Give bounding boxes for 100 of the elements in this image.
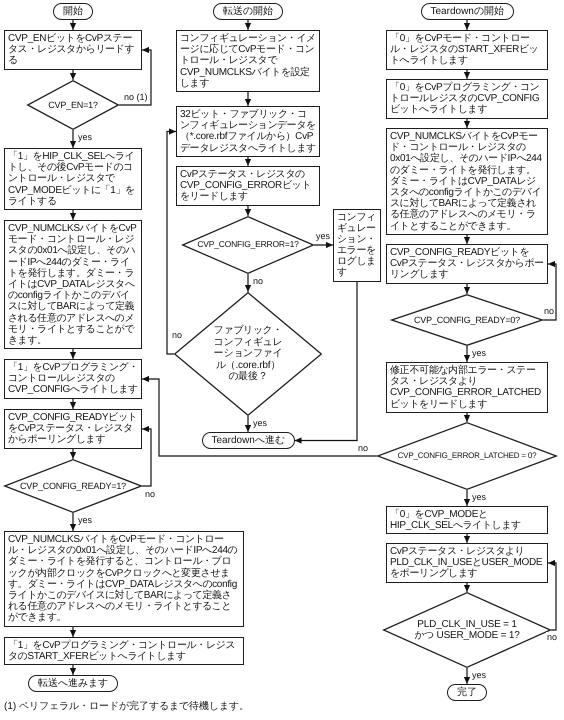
decision-diamond: [391, 294, 543, 346]
arrow: [464, 70, 470, 79]
terminal-pill: [447, 684, 487, 701]
step-text: 「1」をCvPプログラミング・コントロール・レジスタのSTART_XFERビットへライトします: [8, 640, 236, 662]
process-box: [386, 362, 548, 413]
arrow: [294, 282, 358, 444]
arrow: [142, 376, 377, 457]
edge-label: yes: [252, 418, 268, 428]
arrow: [464, 20, 470, 30]
process-box: [4, 148, 142, 210]
step-text: CVP_NUMCLKSバイトをCvPモード・コントロール・レジスタの0x01へ設定し、そのハードIPへ244のダミー・ライトを発行します。ダミー・ライトはCVP_DATAレジスタへのconfigライトかこのデバイスに対してBARによって定義される任意のアドレスへのメモリ・ライトとすることができます。: [390, 131, 543, 232]
arrow: [464, 668, 470, 684]
arrow: [70, 627, 76, 637]
decision-diamond: [377, 422, 557, 490]
decision-text: PLD_CLK_IN_USE = 1 かつ USER_MODE = 1?: [414, 618, 520, 642]
terminal-pill: [28, 675, 118, 692]
edge-label: no: [543, 306, 556, 316]
decision-text: CVP_CONFIG_READY=0?: [414, 314, 520, 326]
edge-label: yes: [471, 348, 488, 358]
step-text: CVP_NUMCLKSバイトをCvPモード・コントロール・レジスタの0x01へ設定し、そのハードIPへ244のダミー・ライトを発行します。ダミー・ライトはCVP_DATAレジスタへのconfigライトかこのデバイスに対してBARによって定義される任意のアドレスへのメモリ・ライトとすることができます。: [8, 223, 138, 346]
step-text: CvPステータス・レジスタよりPLD_CLK_IN_USEとUSER_MODEをポーリングします: [390, 546, 544, 580]
arrow: [464, 235, 470, 244]
step-text: 「1」をHIP_CLK_SELへライトし、その後CvPモードのコントロール・レジスタでCVP_MODEビットに「1」をライトする: [8, 151, 136, 207]
terminal-text: Teardownの開始: [430, 6, 504, 17]
arrow: [464, 413, 470, 422]
process-box: [4, 637, 244, 666]
arrow: [119, 46, 152, 106]
arrow: [464, 119, 470, 128]
arrow: [244, 20, 252, 30]
terminal-text: 完了: [457, 687, 477, 698]
arrow: [70, 665, 76, 675]
decision-diamond: [174, 292, 322, 416]
terminal-pill: [420, 3, 514, 20]
arrow: [543, 260, 557, 321]
step-text: CVP_CONFIG_READYビットをCvPステータス・レジスタからポーリングします: [390, 247, 544, 281]
process-box: [386, 30, 548, 70]
terminal-pill: [53, 3, 93, 20]
edge-label: yes: [471, 670, 488, 680]
edge-label: no: [252, 276, 264, 286]
arrow: [70, 399, 76, 409]
step-text: CVP_ENビットをCvPステータス・レジスタからリードする: [8, 33, 136, 67]
arrow: [464, 346, 470, 362]
terminal-text: 転送の開始: [223, 6, 273, 17]
step-text: CvPステータス・レジスタのCVP_CONFIG_ERRORビットをリードします: [180, 169, 312, 203]
terminal-text: Teardownへ進む: [212, 435, 285, 446]
step-text: 「0」をCvPプログラミング・コントロールレジスタのCVP_CONFIGビットへライトします: [390, 82, 540, 116]
decision-diamond: [4, 459, 142, 513]
arrow: [142, 426, 152, 487]
arrow: [70, 513, 76, 531]
edge-label: no: [546, 632, 558, 642]
step-text: コンフィギュレーション・エラーをログします: [337, 212, 377, 279]
terminal-pill: [213, 3, 283, 20]
arrow: [244, 206, 252, 216]
footnote: (1) ペリフェラル・ロードが完了するまで待機します。: [4, 701, 249, 713]
terminal-pill: [202, 432, 295, 449]
arrow: [464, 284, 470, 294]
arrow: [464, 534, 470, 543]
arrow: [70, 349, 76, 359]
process-box: [4, 30, 142, 70]
arrow: [244, 274, 252, 292]
decision-diamond: [182, 216, 314, 274]
process-box: [386, 506, 548, 534]
arrow: [548, 560, 557, 631]
terminal-text: 開始: [63, 6, 83, 17]
arrow: [166, 128, 176, 355]
arrow: [70, 210, 76, 220]
arrow: [244, 92, 252, 106]
decision-text: CVP_CONFIG_ERROR_LATCHED = 0?: [398, 451, 536, 461]
edge-label: no: [171, 330, 184, 340]
edge-label: no: [144, 489, 156, 500]
edge-label: yes: [77, 515, 94, 526]
step-text: コンフィギュレーション・イメージに応じてCvPモード・コントロール・レジスタでCVP_NUMCLKSバイトを設定します: [180, 33, 316, 89]
step-text: 修正不可能な内部エラー・ステータス・レジスタよりCVP_CONFIG_ERROR_LATCHEDビットをリードします: [390, 365, 542, 410]
terminal-text: 転送へ進みます: [38, 678, 108, 689]
step-text: 32ビット・ファブリック・コンフィギュレーションデータを（*.core.rbfファイルから）CvPデータレジスタへライトします: [180, 109, 316, 154]
edge-label: no (1): [123, 92, 149, 102]
arrow: [464, 490, 470, 506]
decision-diamond: [27, 80, 119, 130]
edge-label: yes: [471, 492, 488, 502]
arrow: [464, 583, 470, 592]
step-text: CVP_CONFIG_READYビットをCvPステータス・レジスタからポーリングします: [8, 412, 138, 446]
process-box: [176, 166, 320, 206]
arrow: [70, 70, 76, 80]
edge-label: yes: [315, 231, 332, 242]
decision-text: CVP_EN=1?: [48, 100, 98, 110]
step-text: 「1」をCvPプログラミング・コントロールレジスタのCVP_CONFIGへライトします: [8, 362, 138, 396]
decision-text: ファブリック・コンフィギュレーションファイル（.core.rbf）の最後？: [212, 325, 284, 383]
arrow: [70, 130, 76, 148]
arrow: [70, 20, 76, 30]
edge-label: yes: [77, 132, 94, 142]
step-text: 「0」をCVP_MODEとHIP_CLK_SELへライトします: [390, 509, 522, 532]
arrow: [244, 416, 252, 432]
arrow: [314, 242, 333, 248]
arrow: [244, 157, 252, 166]
decision-text: CVP_CONFIG_READY=1?: [20, 480, 126, 492]
process-box: [386, 79, 548, 119]
arrow: [70, 449, 76, 459]
decision-text: CVP_CONFIG_ERROR=1?: [197, 240, 299, 250]
step-text: 「0」をCvPモード・コントロール・レジスタのSTART_XFERビットへライトします: [390, 33, 540, 67]
edge-label: no: [357, 443, 370, 454]
